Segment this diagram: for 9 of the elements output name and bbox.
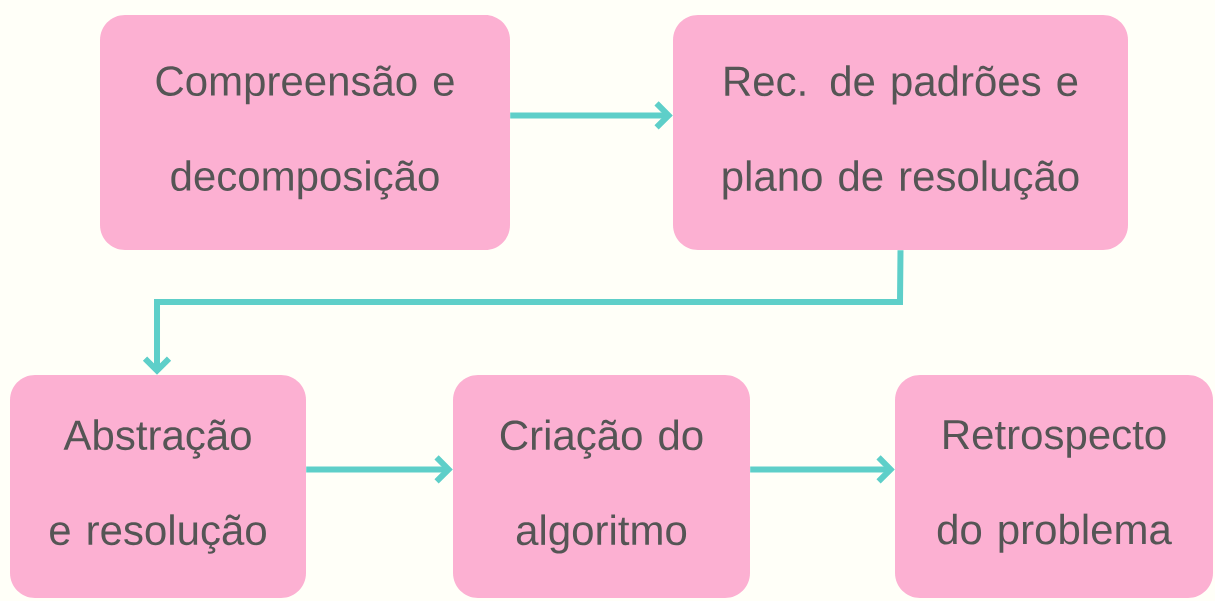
arrow [142, 250, 904, 375]
arrow [306, 455, 453, 484]
process-box: Retrospecto do problema [895, 375, 1213, 598]
arrow [510, 101, 673, 130]
process-box: Criação do algoritmo [453, 375, 750, 598]
arrow [750, 455, 895, 484]
process-box: Compreensão e decomposição [100, 15, 510, 250]
process-box: Abstração e resolução [10, 375, 306, 598]
process-box: Rec. de padrões e plano de resolução [673, 15, 1128, 250]
